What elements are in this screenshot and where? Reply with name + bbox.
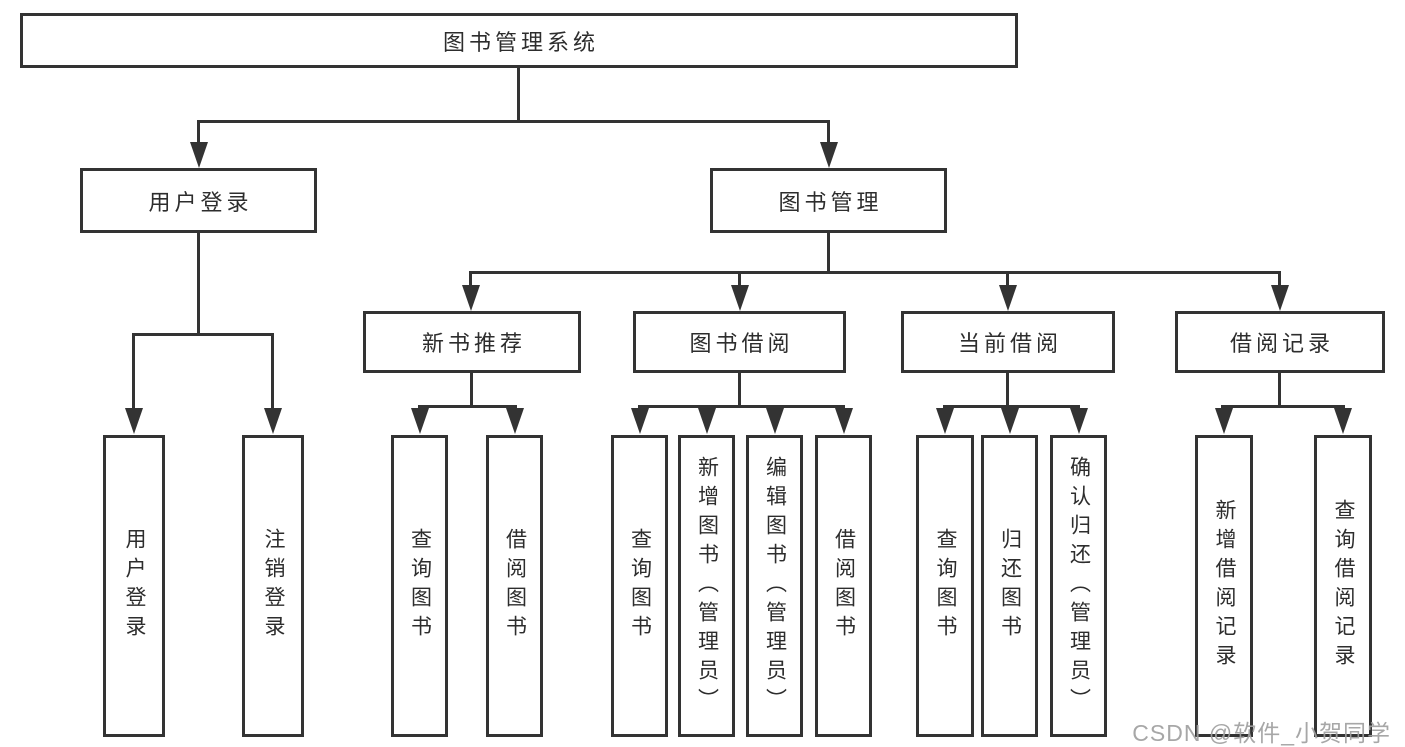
leaf-borrow-borrow-books-label: 借阅图书: [832, 528, 856, 644]
arrow-down-icon: [411, 408, 429, 434]
leaf-recommend-query-books: 查询图书: [391, 435, 448, 737]
leaf-borrow-add-books-admin: 新增图书（管理员）: [678, 435, 735, 737]
arrow-down-icon: [1001, 408, 1019, 434]
connector-recommend-drop: [470, 373, 473, 408]
arrow-down-icon: [462, 285, 480, 311]
leaf-current-query-books-label: 查询图书: [934, 528, 958, 644]
leaf-recommend-borrow-books-label: 借阅图书: [503, 528, 527, 644]
connector-drop-level3: [1278, 271, 1281, 287]
connector-current-branch: [943, 405, 1080, 408]
node-user-login: 用户登录: [80, 168, 317, 233]
watermark: CSDN @软件_小贺同学: [1132, 720, 1391, 746]
leaf-records-query-record-label: 查询借阅记录: [1332, 499, 1356, 673]
arrow-down-icon: [936, 408, 954, 434]
leaf-current-confirm-return-admin-label: 确认归还（管理员）: [1067, 455, 1091, 717]
connector-drop-leaf: [271, 333, 274, 410]
arrow-down-icon: [125, 408, 143, 434]
arrow-down-icon: [835, 408, 853, 434]
connector-drop-leaf: [132, 333, 135, 410]
node-borrow-records-label: 借阅记录: [1229, 331, 1334, 356]
leaf-current-confirm-return-admin: 确认归还（管理员）: [1050, 435, 1107, 737]
connector-borrow-drop: [738, 373, 741, 408]
leaf-current-return-books-label: 归还图书: [998, 528, 1022, 644]
node-root: 图书管理系统: [20, 13, 1018, 68]
connector-records-branch: [1221, 405, 1345, 408]
node-borrow-records: 借阅记录: [1175, 311, 1385, 373]
arrow-down-icon: [264, 408, 282, 434]
node-book-management-label: 图书管理: [778, 189, 883, 215]
arrow-down-icon: [698, 408, 716, 434]
connector-recommend-branch: [418, 405, 517, 408]
connector-drop-book-management: [827, 120, 830, 145]
leaf-recommend-query-books-label: 查询图书: [408, 528, 432, 644]
node-current-borrow: 当前借阅: [901, 311, 1115, 373]
leaf-recommend-borrow-books: 借阅图书: [486, 435, 543, 737]
leaf-borrow-query-books-label: 查询图书: [628, 528, 652, 644]
leaf-borrow-edit-books-admin-label: 编辑图书（管理员）: [763, 455, 787, 717]
node-book-borrow: 图书借阅: [633, 311, 846, 373]
leaf-logout-login-label: 注销登录: [262, 528, 286, 644]
node-root-label: 图书管理系统: [442, 29, 599, 55]
arrow-down-icon: [999, 285, 1017, 311]
connector-drop-level3: [738, 271, 741, 287]
arrow-down-icon: [1334, 408, 1352, 434]
leaf-records-add-record: 新增借阅记录: [1195, 435, 1253, 737]
connector-book-management-drop: [827, 233, 830, 274]
node-current-borrow-label: 当前借阅: [957, 331, 1062, 356]
node-user-login-label: 用户登录: [148, 189, 253, 215]
leaf-current-return-books: 归还图书: [981, 435, 1038, 737]
arrow-down-icon: [766, 408, 784, 434]
node-new-book-recommend-label: 新书推荐: [421, 331, 526, 356]
arrow-down-icon: [1215, 408, 1233, 434]
arrow-down-icon: [1070, 408, 1088, 434]
node-new-book-recommend: 新书推荐: [363, 311, 581, 373]
arrow-down-icon: [506, 408, 524, 434]
arrow-down-icon: [631, 408, 649, 434]
arrow-down-icon: [1271, 285, 1289, 311]
connector-drop-level3: [469, 271, 472, 287]
connector-user-login-branch: [132, 333, 274, 336]
connector-records-drop: [1278, 373, 1281, 408]
leaf-borrow-query-books: 查询图书: [611, 435, 668, 737]
leaf-borrow-add-books-admin-label: 新增图书（管理员）: [695, 455, 719, 717]
connector-drop-user-login: [197, 120, 200, 145]
leaf-logout-login: 注销登录: [242, 435, 304, 737]
connector-root-drop: [517, 68, 520, 120]
connector-user-login-drop: [197, 232, 200, 336]
leaf-user-login-label: 用户登录: [123, 528, 147, 644]
arrow-down-icon: [731, 285, 749, 311]
node-book-management: 图书管理: [710, 168, 947, 233]
leaf-current-query-books: 查询图书: [916, 435, 974, 737]
leaf-user-login: 用户登录: [103, 435, 165, 737]
arrow-down-icon: [820, 142, 838, 168]
leaf-records-add-record-label: 新增借阅记录: [1213, 499, 1237, 673]
arrow-down-icon: [190, 142, 208, 168]
leaf-records-query-record: 查询借阅记录: [1314, 435, 1372, 737]
connector-current-drop: [1006, 373, 1009, 408]
node-book-borrow-label: 图书借阅: [689, 331, 794, 356]
connector-borrow-branch: [638, 405, 845, 408]
connector-level3-branch: [469, 271, 1281, 274]
leaf-borrow-borrow-books: 借阅图书: [815, 435, 872, 737]
leaf-borrow-edit-books-admin: 编辑图书（管理员）: [746, 435, 803, 737]
connector-drop-level3: [1006, 271, 1009, 287]
connector-level2-branch: [197, 120, 830, 123]
